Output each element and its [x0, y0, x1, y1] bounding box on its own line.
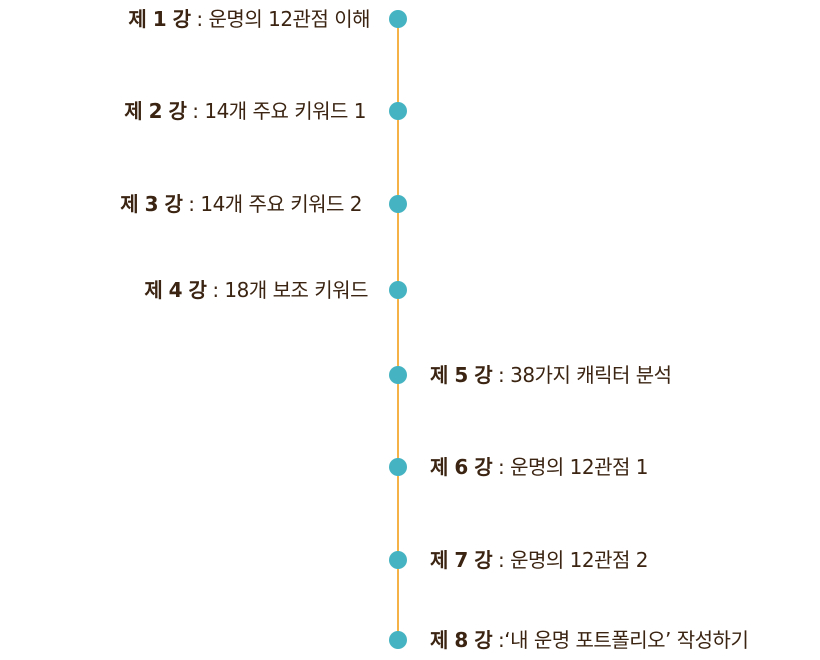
lecture-5: 제 5 강 : 38가지 캐릭터 분석: [430, 362, 672, 388]
lecture-6: 제 6 강 : 운명의 12관점 1: [430, 454, 648, 480]
timeline-dot: [389, 195, 407, 213]
lecture-title: : 운명의 12관점 2: [492, 548, 648, 572]
timeline-line: [397, 19, 399, 641]
lecture-title: :‘내 운명 포트폴리오’ 작성하기: [492, 628, 749, 652]
lecture-number: 제 3 강: [120, 192, 183, 216]
lecture-title: : 운명의 12관점 이해: [190, 7, 370, 31]
lecture-number: 제 1 강: [128, 7, 191, 31]
lecture-number: 제 8 강: [430, 628, 493, 652]
lecture-title: : 14개 주요 키워드 1: [186, 99, 366, 123]
lecture-8: 제 8 강 :‘내 운명 포트폴리오’ 작성하기: [430, 627, 749, 653]
timeline-dot: [389, 281, 407, 299]
lecture-4: 제 4 강 : 18개 보조 키워드: [144, 277, 368, 303]
lecture-number: 제 7 강: [430, 548, 493, 572]
lecture-7: 제 7 강 : 운명의 12관점 2: [430, 547, 648, 573]
timeline-dot: [389, 102, 407, 120]
lecture-number: 제 6 강: [430, 455, 493, 479]
timeline-dot: [389, 366, 407, 384]
timeline-dot: [389, 631, 407, 649]
lecture-number: 제 5 강: [430, 363, 493, 387]
lecture-title: : 38가지 캐릭터 분석: [492, 363, 672, 387]
timeline-dot: [389, 10, 407, 28]
timeline-dot: [389, 458, 407, 476]
lecture-title: : 14개 주요 키워드 2: [182, 192, 362, 216]
lecture-number: 제 2 강: [124, 99, 187, 123]
timeline-dot: [389, 551, 407, 569]
lecture-3: 제 3 강 : 14개 주요 키워드 2: [120, 191, 362, 217]
lecture-title: : 18개 보조 키워드: [206, 278, 368, 302]
lecture-2: 제 2 강 : 14개 주요 키워드 1: [124, 98, 366, 124]
lecture-title: : 운명의 12관점 1: [492, 455, 648, 479]
lecture-number: 제 4 강: [144, 278, 207, 302]
lecture-1: 제 1 강 : 운명의 12관점 이해: [128, 6, 370, 32]
